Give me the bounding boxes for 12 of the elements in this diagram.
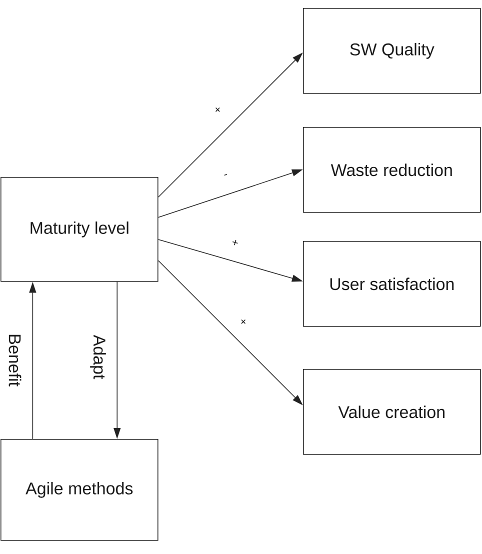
edge-label: Benefit <box>8 332 22 388</box>
process-box: Maturity level <box>0 177 158 282</box>
process-box: Agile methods <box>0 439 158 541</box>
edge-label: + <box>237 316 249 328</box>
process-box: Waste reduction <box>303 127 481 213</box>
process-box: User satisfaction <box>303 241 481 327</box>
edge-label: - <box>222 172 230 180</box>
edge-label: + <box>230 238 240 248</box>
process-box: Value creation <box>303 369 481 455</box>
process-box: SW Quality <box>303 8 481 94</box>
edge-label: Adapt <box>89 334 107 380</box>
edge-label: + <box>212 104 224 116</box>
